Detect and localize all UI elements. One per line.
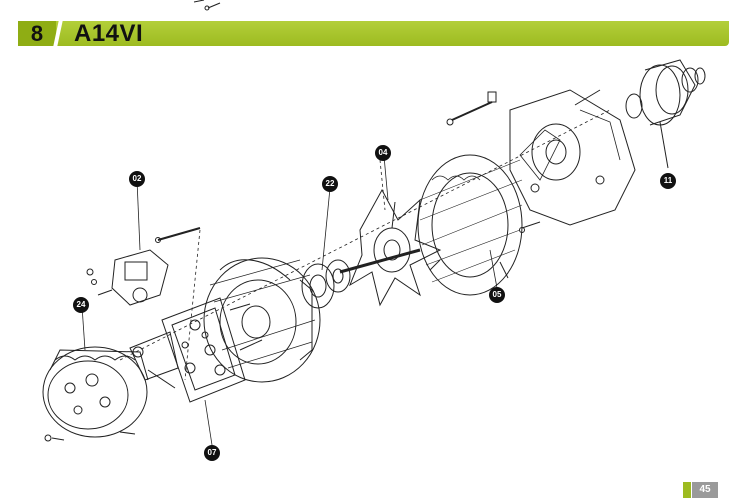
front-housing-part	[509, 89, 636, 233]
section-title: A14VI	[74, 20, 144, 47]
bearing-part	[301, 259, 351, 309]
callout-07: 07	[204, 445, 220, 461]
callout-24: 24	[73, 297, 89, 313]
stator-part	[417, 154, 523, 296]
rear-cover-part	[42, 346, 149, 442]
callout-05: 05	[489, 287, 505, 303]
exploded-alternator-diagram	[42, 59, 706, 446]
section-number: 8	[18, 21, 56, 46]
rear-housing-part	[203, 257, 321, 383]
regulator-part	[86, 227, 201, 306]
callout-04: 04	[375, 145, 391, 161]
callout-02: 02	[129, 171, 145, 187]
top-screws-drawing	[193, 0, 221, 11]
page-number-tab	[683, 482, 691, 498]
rotor-part	[339, 188, 442, 307]
section-header: 8 A14VI	[18, 21, 729, 46]
callout-22: 22	[322, 176, 338, 192]
callout-11: 11	[660, 173, 676, 189]
page-number: 45	[692, 482, 718, 498]
pulley-part	[625, 59, 706, 169]
rectifier-part	[161, 297, 263, 403]
